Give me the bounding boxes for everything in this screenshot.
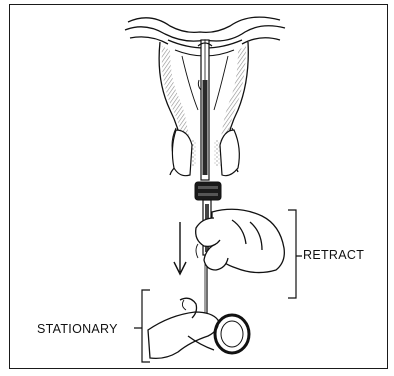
depth-flange xyxy=(195,182,221,200)
retract-hand xyxy=(196,209,285,272)
retract-bracket xyxy=(288,210,302,298)
retract-arrow-icon xyxy=(174,222,186,274)
finger-ring xyxy=(215,315,249,353)
inserter-tube xyxy=(198,40,212,180)
retract-label: RETRACT xyxy=(303,249,364,262)
stationary-bracket xyxy=(134,290,150,362)
stationary-label: STATIONARY xyxy=(37,323,118,336)
